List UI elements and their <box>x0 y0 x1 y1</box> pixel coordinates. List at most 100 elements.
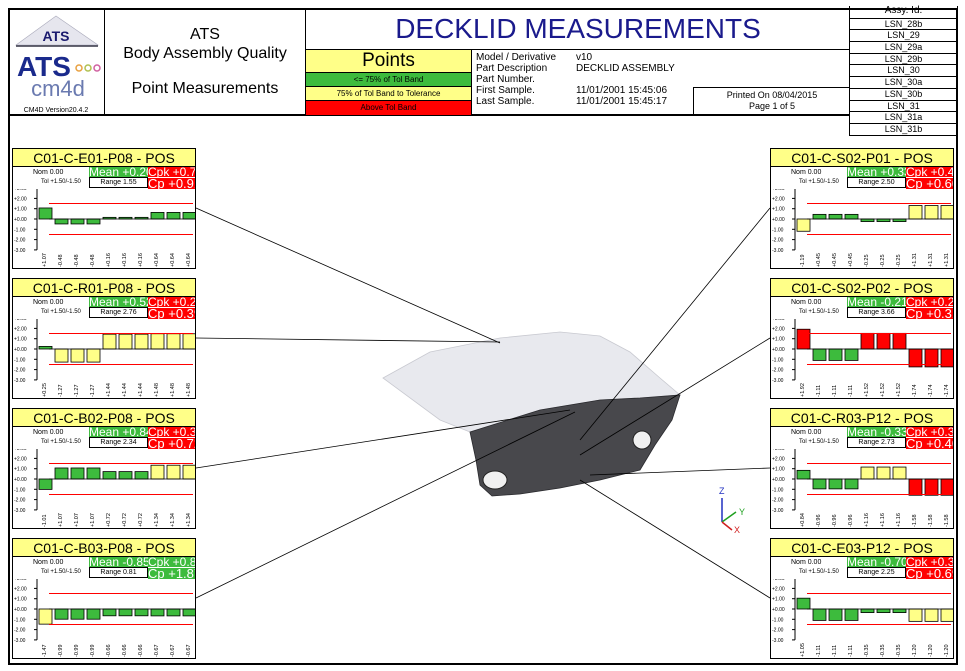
y-tick-label: +2.00 <box>772 586 785 592</box>
y-tick-label: +3.00 <box>772 449 785 452</box>
bar-value-label: -0.99 <box>74 644 80 657</box>
bar <box>828 348 843 361</box>
point-title: C01-C-R03-P12 - POS <box>771 409 953 427</box>
y-tick-label: -3.00 <box>14 508 26 514</box>
svg-text:ATS: ATS <box>17 51 71 82</box>
bar <box>70 608 85 620</box>
bar <box>844 478 859 490</box>
mean-value: Mean +0.33 <box>847 167 906 177</box>
svg-text:cm4d: cm4d <box>31 76 85 101</box>
bar-value-label: -1.74 <box>912 384 918 397</box>
bar-value-label: -0.66 <box>106 644 112 657</box>
legend-red: Above Tol Band <box>306 101 471 115</box>
bar-value-label: +0.45 <box>816 253 822 267</box>
page-number: Page 1 of 5 <box>748 101 796 111</box>
bar-value-label: +0.72 <box>106 513 112 527</box>
bar <box>134 333 149 350</box>
leader-lines <box>195 207 771 599</box>
info-key: Model / Derivative <box>476 52 557 63</box>
nominal-value: Nom 0.00 <box>791 559 822 566</box>
bar-value-label: +1.34 <box>154 513 160 527</box>
bar <box>860 466 875 480</box>
bar <box>876 332 891 350</box>
deviation-bar-chart: +3.00+2.00+1.00+0.00-1.00-2.00-3.00+1.92… <box>772 319 953 397</box>
info-value: DECKLID ASSEMBLY <box>576 63 675 74</box>
bar <box>38 346 53 350</box>
bar <box>892 332 907 350</box>
legend-green: <= 75% of Tol Band <box>306 73 471 87</box>
assy-id: LSN_30a <box>850 76 957 88</box>
bar-value-label: -1.27 <box>90 384 96 397</box>
y-tick-label: +3.00 <box>14 319 27 322</box>
y-tick-label: +0.00 <box>772 217 785 223</box>
logo-graphic: ATS ATS cm4d CM4D Version20.4.2 <box>15 15 101 114</box>
y-tick-label: -3.00 <box>772 638 784 644</box>
print-info: Printed On 08/04/2015 Page 1 of 5 <box>693 87 850 115</box>
legend-title: Points <box>306 50 471 73</box>
ats-cm4d-logo: ATS ATS cm4d CM4D Version20.4.2 <box>8 8 105 115</box>
y-tick-label: -3.00 <box>772 378 784 384</box>
bar-value-label: +1.48 <box>186 383 192 397</box>
y-tick-label: +2.00 <box>14 196 27 202</box>
bar <box>102 471 117 480</box>
bar-value-label: -1.58 <box>944 514 950 527</box>
deviation-bar-chart: +3.00+2.00+1.00+0.00-1.00-2.00-3.00+0.25… <box>14 319 195 397</box>
bar <box>908 205 923 220</box>
bar <box>54 218 69 225</box>
y-tick-label: -3.00 <box>14 248 26 254</box>
bar-value-label: +0.16 <box>122 253 128 267</box>
y-tick-label: -1.00 <box>14 357 26 363</box>
bar-value-label: +0.72 <box>122 513 128 527</box>
y-tick-label: +3.00 <box>14 449 27 452</box>
bar-value-label: +1.48 <box>170 383 176 397</box>
bar-value-label: -1.47 <box>42 644 48 657</box>
bar-value-label: +1.44 <box>122 383 128 397</box>
y-tick-label: -3.00 <box>14 638 26 644</box>
mean-value: Mean +0.20 <box>89 167 148 177</box>
y-tick-label: +3.00 <box>14 579 27 582</box>
bar-value-label: -1.58 <box>928 514 934 527</box>
cpk-value: Cpk +0.32 <box>148 427 195 437</box>
bar <box>844 608 859 621</box>
y-tick-label: +2.00 <box>14 326 27 332</box>
bar <box>828 608 843 621</box>
y-tick-label: +0.00 <box>772 607 785 613</box>
bar <box>924 608 939 622</box>
y-tick-label: -3.00 <box>14 378 26 384</box>
printed-date: Printed On 08/04/2015 <box>726 90 818 100</box>
tolerance-value: Tol +1.50/-1.50 <box>799 439 839 445</box>
y-tick-label: -3.00 <box>772 508 784 514</box>
deviation-bar-chart: +3.00+2.00+1.00+0.00-1.00-2.00-3.00-1.47… <box>14 579 195 657</box>
bar <box>182 333 195 350</box>
bar <box>812 478 827 490</box>
y-tick-label: +3.00 <box>772 579 785 582</box>
y-tick-label: -1.00 <box>14 227 26 233</box>
bar <box>908 478 923 496</box>
assy-id: LSN_29b <box>850 52 957 65</box>
bar-value-label: -1.74 <box>928 384 934 397</box>
bar-value-label: +1.16 <box>880 513 886 527</box>
bar <box>86 218 101 225</box>
bar <box>70 218 85 225</box>
nominal-value: Nom 0.00 <box>33 559 64 566</box>
bar <box>86 467 101 480</box>
y-tick-label: +1.00 <box>14 597 27 603</box>
y-tick-label: +2.00 <box>14 586 27 592</box>
y-tick-label: +1.00 <box>14 337 27 343</box>
bar-value-label: -1.19 <box>800 254 806 267</box>
y-tick-label: -1.00 <box>772 487 784 493</box>
